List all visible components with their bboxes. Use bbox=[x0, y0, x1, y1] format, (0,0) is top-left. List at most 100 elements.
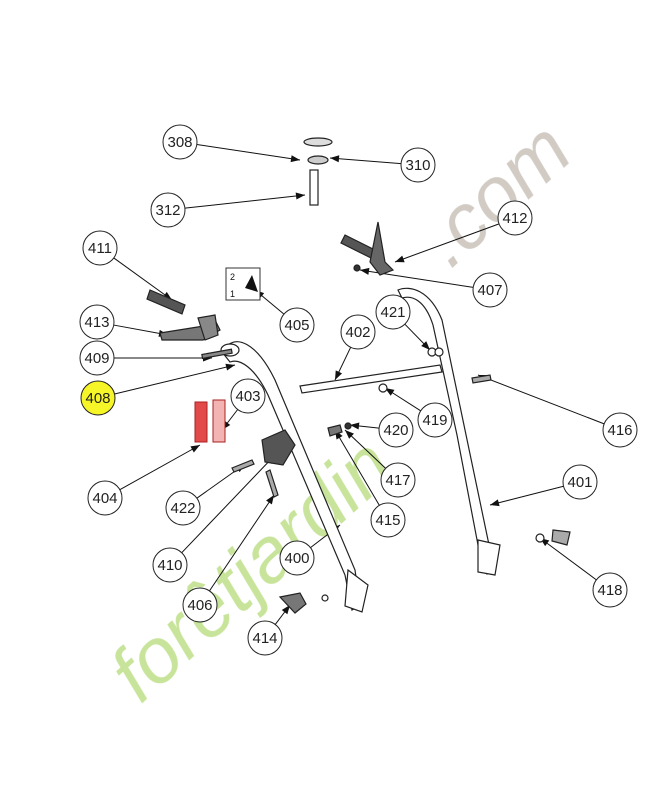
leader-312 bbox=[184, 194, 306, 209]
callout-422: 422 bbox=[165, 490, 201, 526]
handlebar-left-bracket bbox=[344, 568, 369, 613]
lever-413-body bbox=[197, 314, 219, 341]
callout-420: 420 bbox=[378, 412, 414, 448]
leader-408 bbox=[114, 364, 236, 395]
decal-405-top: 2 bbox=[230, 272, 235, 282]
washer-310 bbox=[307, 155, 329, 165]
part-419 bbox=[378, 383, 388, 393]
callout-circle-310 bbox=[400, 147, 436, 183]
callout-label-417: 417 bbox=[385, 472, 410, 489]
callout-label-409: 409 bbox=[84, 350, 109, 367]
arrowhead-312 bbox=[295, 192, 305, 200]
callout-circle-403 bbox=[230, 378, 266, 414]
callout-circle-408 bbox=[80, 380, 116, 416]
arrowhead-417 bbox=[345, 430, 354, 439]
callout-circle-402 bbox=[340, 314, 376, 350]
callout-circle-420 bbox=[378, 412, 414, 448]
part-420 bbox=[344, 422, 352, 430]
arrowhead-419 bbox=[385, 388, 395, 396]
callout-417: 417 bbox=[380, 462, 416, 498]
callout-label-415: 415 bbox=[375, 512, 400, 529]
callout-411: 411 bbox=[82, 230, 118, 266]
callout-circle-413 bbox=[79, 304, 115, 340]
callout-circle-407 bbox=[472, 272, 508, 308]
callout-circle-412 bbox=[497, 200, 533, 236]
control-box-410 bbox=[261, 429, 296, 466]
callout-label-407: 407 bbox=[477, 282, 502, 299]
callout-312: 312 bbox=[150, 192, 186, 228]
callout-308: 308 bbox=[162, 124, 198, 160]
callout-label-420: 420 bbox=[383, 422, 408, 439]
leader-308 bbox=[196, 144, 301, 161]
part-418 bbox=[551, 529, 571, 546]
callout-circle-419 bbox=[417, 402, 453, 438]
decals-403 bbox=[194, 399, 226, 443]
callout-label-312: 312 bbox=[155, 202, 180, 219]
part-406 bbox=[265, 469, 279, 498]
leader-418 bbox=[539, 537, 597, 581]
arrowhead-310 bbox=[330, 155, 340, 163]
part-417 bbox=[327, 424, 343, 437]
callout-label-413: 413 bbox=[84, 314, 109, 331]
knob-414 bbox=[278, 592, 307, 614]
callout-circle-401 bbox=[562, 464, 598, 500]
leader-415 bbox=[334, 429, 380, 506]
arrowhead-408 bbox=[225, 363, 235, 371]
callout-label-410: 410 bbox=[157, 557, 182, 574]
parts-drawing bbox=[146, 137, 571, 614]
callout-label-422: 422 bbox=[170, 500, 195, 517]
callout-circle-414 bbox=[247, 620, 283, 656]
callout-circle-410 bbox=[152, 547, 188, 583]
callout-circle-418 bbox=[592, 572, 628, 608]
arrowhead-414 bbox=[281, 605, 290, 615]
callout-402: 402 bbox=[340, 314, 376, 350]
arrowhead-406 bbox=[266, 495, 274, 505]
callout-310: 310 bbox=[400, 147, 436, 183]
decal-405: 2 1 bbox=[225, 267, 261, 301]
callout-circle-409 bbox=[79, 340, 115, 376]
callout-401: 401 bbox=[562, 464, 598, 500]
callout-label-400: 400 bbox=[284, 550, 309, 567]
callout-label-308: 308 bbox=[167, 134, 192, 151]
callout-circle-404 bbox=[87, 480, 123, 516]
callout-404: 404 bbox=[87, 480, 123, 516]
callout-label-421: 421 bbox=[380, 304, 405, 321]
leader-412 bbox=[394, 223, 500, 263]
callout-414: 414 bbox=[247, 620, 283, 656]
callout-circle-312 bbox=[150, 192, 186, 228]
arrowhead-407 bbox=[360, 267, 370, 275]
arrowhead-404 bbox=[190, 445, 200, 453]
leader-lines bbox=[113, 144, 605, 625]
leader-406 bbox=[209, 494, 275, 592]
arrowhead-402 bbox=[335, 370, 343, 380]
callout-circle-415 bbox=[370, 502, 406, 538]
callout-label-402: 402 bbox=[345, 324, 370, 341]
leader-411 bbox=[113, 257, 173, 301]
callout-label-404: 404 bbox=[92, 490, 117, 507]
arrowhead-421 bbox=[421, 341, 430, 350]
callout-400: 400 bbox=[279, 540, 315, 576]
callout-circle-400 bbox=[279, 540, 315, 576]
callout-label-418: 418 bbox=[597, 582, 622, 599]
callout-circle-416 bbox=[602, 412, 638, 448]
callout-label-403: 403 bbox=[235, 388, 260, 405]
callout-label-401: 401 bbox=[567, 474, 592, 491]
handlebar-right-bracket bbox=[477, 539, 501, 576]
callout-label-411: 411 bbox=[88, 240, 112, 257]
arrowhead-420 bbox=[350, 422, 360, 430]
leader-416 bbox=[477, 374, 605, 425]
callout-circle-417 bbox=[380, 462, 416, 498]
rod-409 bbox=[201, 348, 233, 360]
leader-413 bbox=[113, 324, 169, 336]
leader-410 bbox=[181, 454, 276, 554]
callout-403: 403 bbox=[230, 378, 266, 414]
callout-circle-405 bbox=[279, 307, 315, 343]
leader-310 bbox=[329, 157, 402, 165]
callout-label-310: 310 bbox=[405, 157, 430, 174]
grip-411 bbox=[146, 289, 186, 315]
crossbar-402 bbox=[299, 364, 443, 394]
callout-409: 409 bbox=[79, 340, 115, 376]
decal-left bbox=[194, 401, 208, 443]
callout-circle-308 bbox=[162, 124, 198, 160]
decal-405-bottom: 1 bbox=[230, 289, 235, 299]
